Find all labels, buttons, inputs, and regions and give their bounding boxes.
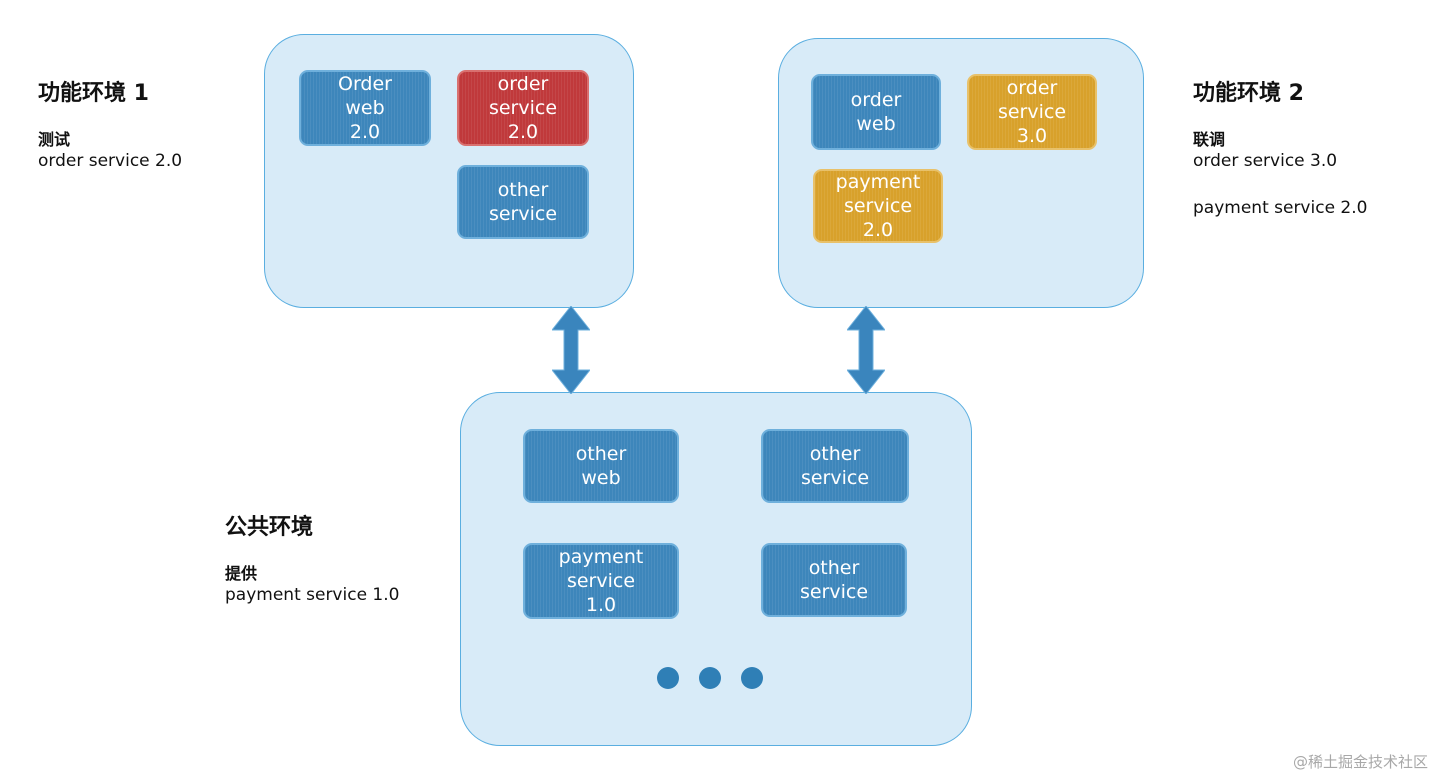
other-service-public-2: other service [761,543,907,617]
ellipsis-dot [657,667,679,689]
other-service-public-1: other service [761,429,909,503]
order-web-2-0: Order web 2.0 [299,70,431,146]
public-title: 公共环境 [225,515,314,540]
payment-service-1-0: payment service 1.0 [523,543,679,619]
other-service: other service [457,165,589,239]
order-service-3-0: order service 3.0 [967,74,1097,150]
functional-environment-2: order web order service 3.0 payment serv… [778,38,1144,308]
public-label: 公共环境 提供 payment service 1.0 [225,514,399,607]
env1-label: 功能环境 1 测试 order service 2.0 [38,80,182,173]
payment-service-2-0: payment service 2.0 [813,169,943,243]
order-web: order web [811,74,941,150]
env1-subhead: 测试 [38,130,71,149]
watermark: @稀土掘金技术社区 [1292,753,1428,771]
env1-title: 功能环境 1 [38,81,149,106]
other-web: other web [523,429,679,503]
bidirectional-arrow-env2-public [847,306,885,394]
env2-detail-1: order service 3.0 [1193,151,1338,171]
env2-label: 功能环境 2 联调 order service 3.0 payment serv… [1193,80,1367,220]
ellipsis-dot [699,667,721,689]
env2-subhead: 联调 [1193,130,1226,149]
env2-detail-2: payment service 2.0 [1193,198,1368,218]
public-detail: payment service 1.0 [225,585,400,605]
functional-environment-1: Order web 2.0 order service 2.0 other se… [264,34,634,308]
order-service-2-0: order service 2.0 [457,70,589,146]
bidirectional-arrow-env1-public [552,306,590,394]
ellipsis-dot [741,667,763,689]
public-subhead: 提供 [225,564,258,583]
env2-title: 功能环境 2 [1193,81,1304,106]
env1-detail: order service 2.0 [38,151,183,171]
public-environment: other web other service payment service … [460,392,972,746]
